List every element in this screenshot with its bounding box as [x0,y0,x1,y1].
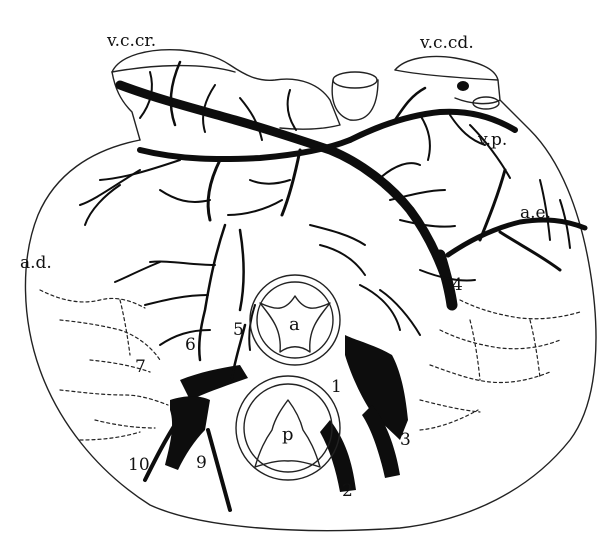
label-ae: a.e. [520,203,551,223]
branch-to-9 [208,430,230,510]
marker-2: 2 [342,481,353,501]
marker-1: 1 [331,377,342,397]
marker-6: 6 [185,335,196,355]
label-vccd: v.c.cd. [419,33,474,53]
ae-branch [448,220,585,255]
label-vccr: v.c.cr. [106,31,156,51]
vena-cava-cranialis-inner [112,72,140,140]
label-vp: v.p. [477,130,507,150]
vena-cava-caudalis-opening [457,81,469,91]
central-vessel-stump [333,72,377,88]
marker-10: 10 [128,455,150,475]
vena-cava-cranialis-rim [112,66,235,72]
pulmonary-valve-label: p [282,424,294,445]
marker-5: 5 [233,320,244,340]
left-heavy [180,365,248,400]
aortic-valve: a [250,275,340,365]
marker-4: 4 [452,275,463,295]
ae-branch-sub1 [500,232,560,270]
marker-9: 9 [196,453,207,473]
aortic-valve-label: a [289,314,300,335]
minor-vessels [80,62,570,378]
dotted-vessels-right [420,300,580,430]
marker-7: 7 [135,357,146,377]
dotted-vessels-left [40,290,168,440]
label-ad: a.d. [20,253,52,273]
marker-3: 3 [400,430,411,450]
vena-cava-caudalis-rim [395,70,498,80]
